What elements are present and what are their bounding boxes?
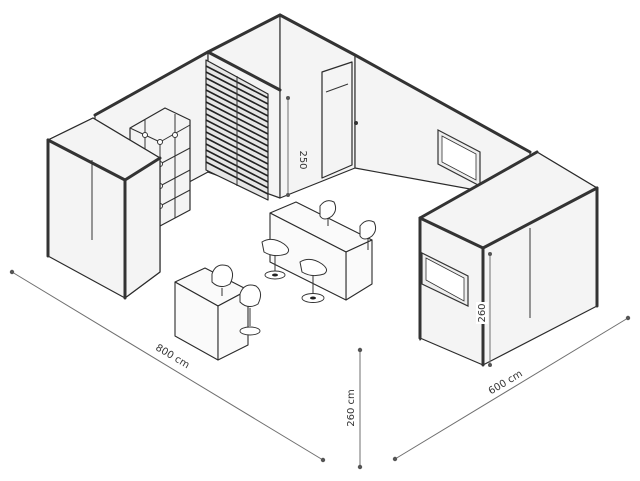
- bar-counter: [269, 201, 373, 301]
- height-dimension-label: 260 cm: [346, 389, 357, 427]
- wall-height-label: 250: [297, 150, 308, 169]
- desk-chair: [211, 264, 234, 296]
- left-front-wall: [46, 117, 162, 300]
- bar-stool: [261, 238, 290, 280]
- reception-desk: [174, 267, 249, 361]
- storage-door: [321, 61, 358, 179]
- bar-stool: [319, 200, 337, 226]
- center-top-rail: [206, 50, 282, 92]
- desk-chair: [239, 284, 262, 336]
- door-handle: [354, 121, 358, 125]
- bar-stool: [359, 220, 377, 250]
- width-dimension: 800 cm: [9, 269, 326, 463]
- slatted-wall: [205, 59, 269, 201]
- height-dimension: 260 cm: [344, 347, 363, 470]
- right-wall-height-label: 260: [477, 303, 488, 322]
- bar-stool: [299, 258, 328, 303]
